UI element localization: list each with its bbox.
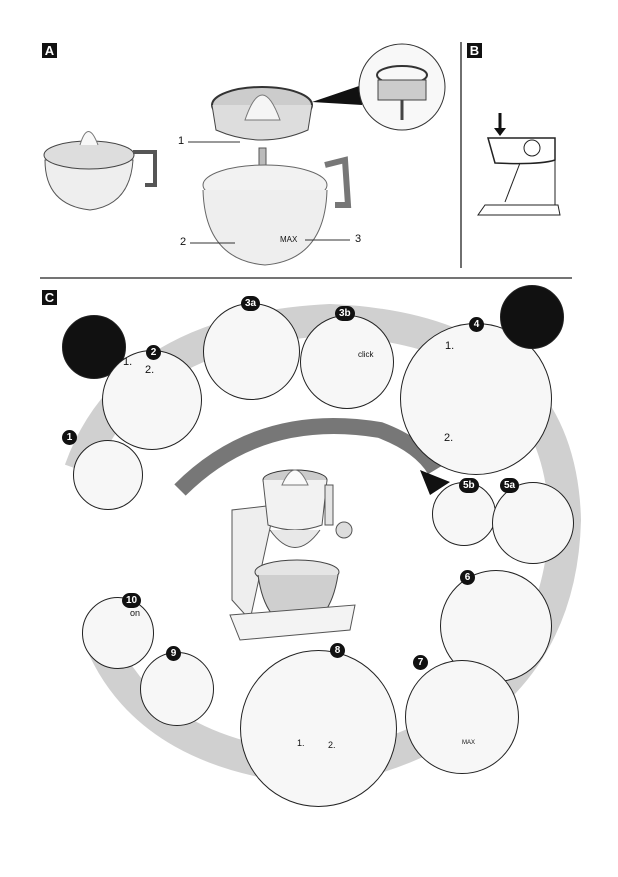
step-4-sub-1: 1. — [445, 340, 455, 352]
juicer-cone-illustration — [211, 86, 313, 200]
step-badge-1: 1 — [62, 430, 77, 445]
step-badge-7: 7 — [413, 655, 428, 670]
on-label: on — [130, 608, 141, 618]
step-badge-9: 9 — [166, 646, 181, 661]
section-label-a: A — [42, 43, 57, 58]
zoom-pointer — [312, 85, 362, 105]
step-2-sub-1: 1. — [123, 356, 133, 368]
curved-arrow — [174, 418, 442, 496]
step-9-circle — [140, 652, 214, 726]
step-8-sub-2: 2. — [328, 740, 336, 750]
step-badge-2: 2 — [146, 345, 161, 360]
step-badge-10: 10 — [122, 593, 142, 608]
press-arrow-icon — [494, 128, 506, 136]
step-badge-5b: 5b — [459, 478, 479, 493]
step-badge-6: 6 — [460, 570, 475, 585]
large-jug-illustration — [202, 156, 352, 266]
step-badge-4: 4 — [469, 317, 484, 332]
step-5a-circle — [492, 482, 574, 564]
callout-1: 1 — [178, 135, 185, 147]
step-7-max-mark: MAX — [462, 740, 476, 746]
step-10-circle — [82, 597, 154, 669]
section-label-c: C — [42, 290, 57, 305]
callout-2: 2 — [180, 236, 187, 248]
max-mark: MAX — [280, 235, 298, 244]
lower-head-inset — [500, 285, 564, 349]
step-badge-3b: 3b — [335, 306, 355, 321]
click-text: click — [358, 350, 374, 359]
small-jug-illustration — [43, 131, 157, 211]
step-1-circle — [73, 440, 143, 510]
step-8-circle — [240, 650, 397, 807]
step-badge-3a: 3a — [241, 296, 261, 311]
step-4-sub-2: 2. — [444, 432, 454, 444]
step-badge-8: 8 — [330, 643, 345, 658]
step-8-sub-1: 1. — [297, 738, 305, 748]
step-3a-circle — [203, 303, 300, 400]
mixer-side-view — [477, 113, 561, 216]
step-badge-5a: 5a — [500, 478, 520, 493]
callout-3: 3 — [355, 233, 362, 245]
step-2-sub-2: 2. — [145, 364, 155, 376]
step-3b-circle — [300, 315, 394, 409]
step-7-circle — [405, 660, 519, 774]
mixer-with-juicer-illustration — [229, 469, 356, 641]
step-2-circle — [102, 350, 202, 450]
section-label-b: B — [467, 43, 482, 58]
